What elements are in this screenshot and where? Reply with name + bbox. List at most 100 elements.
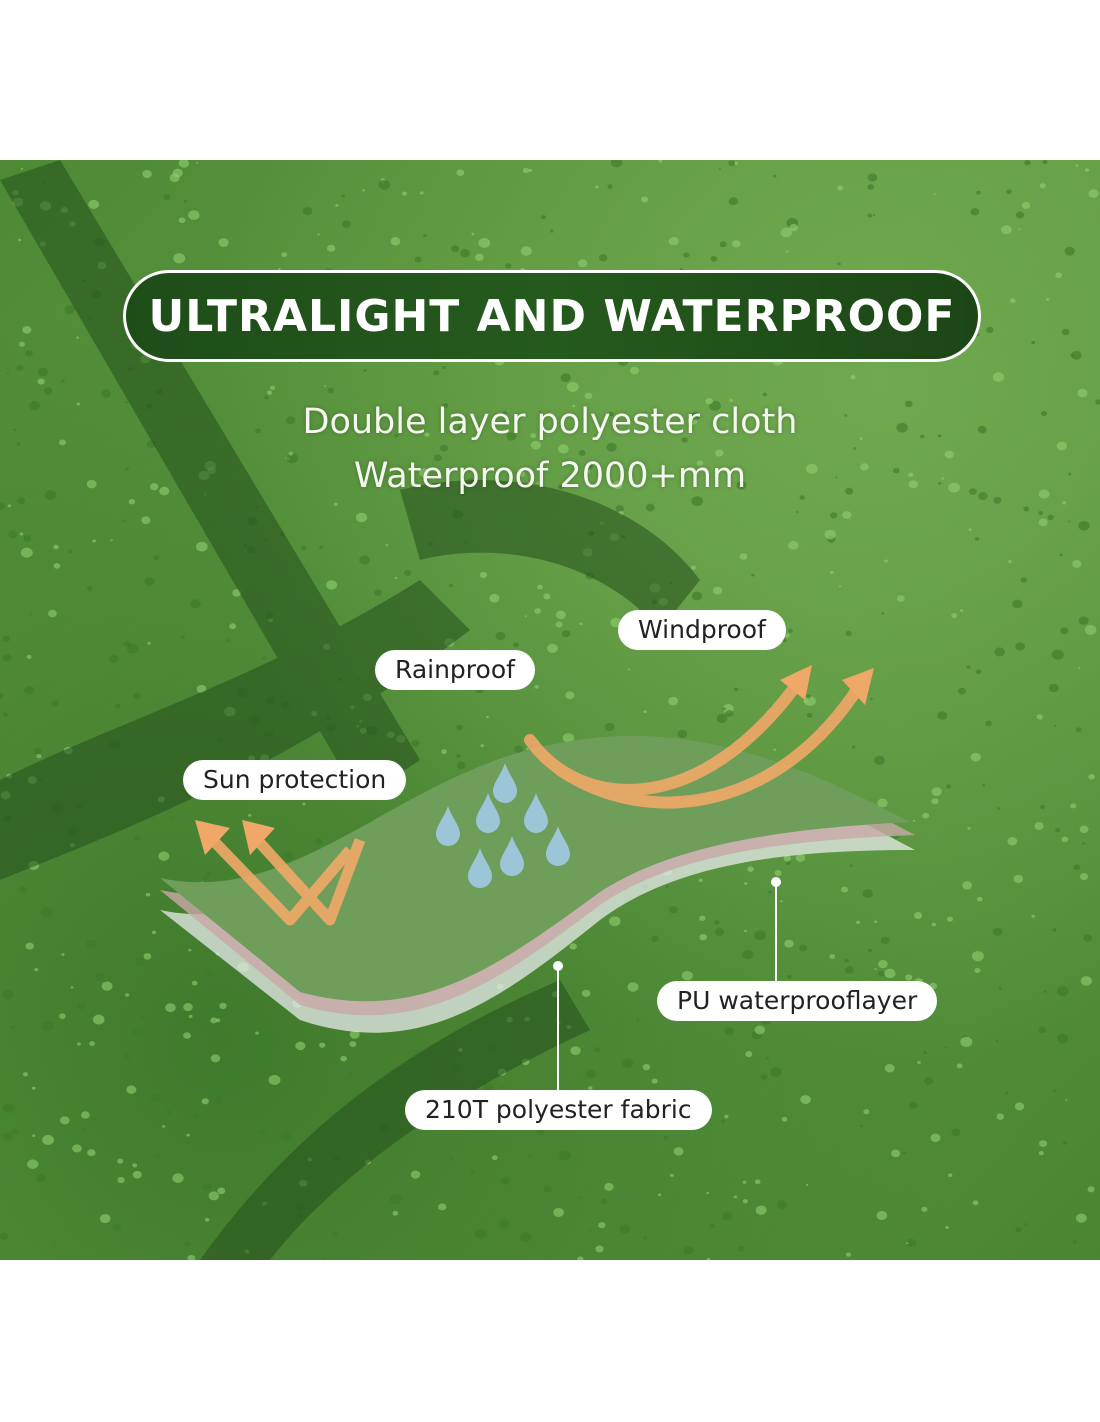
droplet bbox=[1078, 616, 1089, 625]
droplet bbox=[766, 1056, 770, 1060]
droplet bbox=[178, 160, 190, 168]
droplet bbox=[188, 948, 192, 952]
droplet bbox=[229, 623, 237, 630]
droplet bbox=[83, 1146, 88, 1150]
sun-reflection-arrows-icon bbox=[201, 828, 366, 926]
droplet bbox=[619, 1224, 631, 1234]
droplet bbox=[506, 432, 517, 441]
droplet bbox=[530, 440, 541, 450]
droplet bbox=[363, 369, 367, 372]
droplet bbox=[1055, 272, 1063, 279]
droplet bbox=[180, 635, 185, 640]
droplet bbox=[128, 499, 136, 505]
leader-lines bbox=[553, 877, 781, 1090]
droplet bbox=[881, 612, 885, 615]
droplet bbox=[906, 1242, 909, 1245]
droplet bbox=[1012, 599, 1023, 609]
droplet bbox=[880, 936, 890, 945]
droplet bbox=[196, 541, 208, 552]
droplet bbox=[805, 1183, 809, 1186]
droplet bbox=[968, 488, 977, 496]
droplet bbox=[665, 884, 669, 888]
droplet bbox=[162, 1125, 166, 1128]
droplet bbox=[263, 395, 269, 400]
droplet bbox=[144, 577, 155, 586]
droplet bbox=[482, 1082, 494, 1092]
droplet bbox=[524, 615, 527, 618]
droplet bbox=[2, 654, 12, 662]
droplet bbox=[1082, 842, 1086, 845]
droplet bbox=[132, 1163, 138, 1168]
droplet bbox=[587, 464, 594, 470]
droplet bbox=[1007, 836, 1018, 846]
droplet bbox=[13, 428, 17, 432]
droplet bbox=[1038, 489, 1050, 499]
droplet bbox=[968, 528, 972, 531]
droplet bbox=[527, 1154, 532, 1159]
droplet bbox=[785, 250, 789, 253]
fabric-layers bbox=[160, 735, 915, 1033]
droplet bbox=[456, 754, 461, 758]
droplet bbox=[471, 232, 475, 236]
droplet bbox=[852, 745, 856, 749]
droplet bbox=[362, 189, 365, 192]
droplet bbox=[579, 1196, 583, 1199]
droplet bbox=[978, 492, 988, 501]
droplet bbox=[837, 185, 844, 191]
droplet bbox=[873, 214, 876, 217]
droplet bbox=[16, 442, 21, 446]
droplet bbox=[433, 370, 440, 376]
droplet bbox=[142, 169, 152, 179]
droplet bbox=[668, 236, 679, 246]
droplet bbox=[951, 1128, 961, 1137]
droplet bbox=[219, 1002, 227, 1010]
droplet bbox=[156, 1153, 161, 1157]
droplet bbox=[40, 907, 53, 918]
subtitle-line-1: Double layer polyester cloth bbox=[302, 402, 798, 442]
droplet bbox=[101, 981, 113, 991]
droplet bbox=[125, 993, 130, 997]
droplet bbox=[101, 389, 112, 398]
droplet bbox=[183, 1003, 193, 1012]
droplet bbox=[976, 190, 981, 195]
droplet bbox=[58, 439, 66, 446]
droplet bbox=[389, 1194, 402, 1205]
feature-label-sun-protection: Sun protection bbox=[183, 760, 407, 800]
droplet bbox=[992, 927, 1003, 936]
droplet bbox=[44, 490, 57, 501]
droplet bbox=[401, 191, 407, 196]
droplet bbox=[799, 944, 808, 952]
droplet bbox=[188, 210, 200, 220]
droplet bbox=[188, 1014, 193, 1019]
droplet bbox=[806, 713, 813, 718]
droplet bbox=[25, 350, 33, 357]
raindrop bbox=[546, 826, 570, 866]
droplet bbox=[669, 906, 678, 914]
droplet bbox=[581, 989, 591, 997]
droplet bbox=[278, 267, 281, 271]
droplet bbox=[789, 223, 799, 232]
droplet bbox=[933, 193, 936, 196]
droplet bbox=[584, 469, 591, 475]
droplet bbox=[187, 1254, 196, 1260]
droplet bbox=[95, 972, 105, 981]
droplet bbox=[1048, 683, 1059, 693]
droplet bbox=[415, 1050, 419, 1053]
droplet bbox=[829, 953, 836, 959]
droplet bbox=[77, 1002, 86, 1010]
droplet bbox=[1070, 803, 1077, 809]
droplet bbox=[423, 234, 427, 237]
droplet bbox=[842, 511, 852, 519]
droplet bbox=[560, 424, 563, 427]
droplet bbox=[859, 437, 863, 440]
droplet bbox=[683, 252, 690, 258]
droplet bbox=[884, 1064, 895, 1073]
droplet bbox=[951, 613, 958, 619]
droplet bbox=[922, 812, 930, 819]
droplet bbox=[530, 433, 537, 439]
droplet bbox=[714, 920, 720, 925]
droplet bbox=[178, 217, 186, 224]
droplet bbox=[565, 691, 575, 700]
droplet bbox=[87, 1149, 96, 1157]
droplet bbox=[893, 467, 900, 474]
